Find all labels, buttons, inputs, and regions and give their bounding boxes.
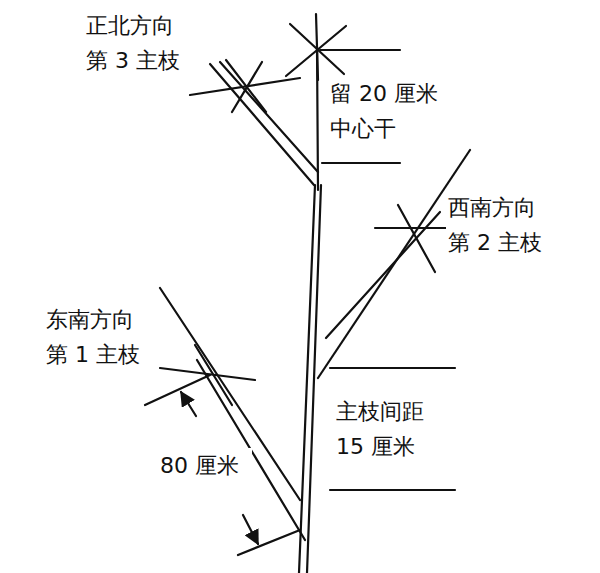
guide-line [322, 162, 400, 164]
branch-line [220, 62, 318, 172]
leader-label: 留 20 厘米 中心干 [328, 76, 448, 146]
dimension-label: 80 厘米 [158, 448, 252, 483]
branch-line [210, 64, 314, 185]
branch-line [318, 150, 470, 378]
cut-mark [195, 345, 232, 405]
cut-mark [232, 62, 262, 112]
spacing-label: 主枝间距 15 厘米 [334, 394, 442, 464]
extension-line [238, 530, 300, 555]
cut-mark [160, 368, 255, 380]
guide-line [320, 49, 400, 51]
guide-line [330, 367, 455, 369]
branch-label: 东南方向 第 1 主枝 [44, 302, 152, 372]
trunk-line [307, 185, 321, 573]
branch-label: 西南方向 第 2 主枝 [446, 190, 554, 260]
extension-line [145, 375, 210, 405]
dimension-arrow [181, 392, 196, 416]
dimension-arrow [243, 515, 258, 544]
branch-label: 正北方向 第 3 主枝 [84, 8, 192, 78]
trunk-line [299, 185, 315, 573]
cut-mark [316, 14, 318, 80]
cut-mark [398, 205, 435, 272]
cut-mark [226, 60, 266, 112]
guide-line [330, 489, 455, 491]
branch-line [326, 212, 440, 338]
